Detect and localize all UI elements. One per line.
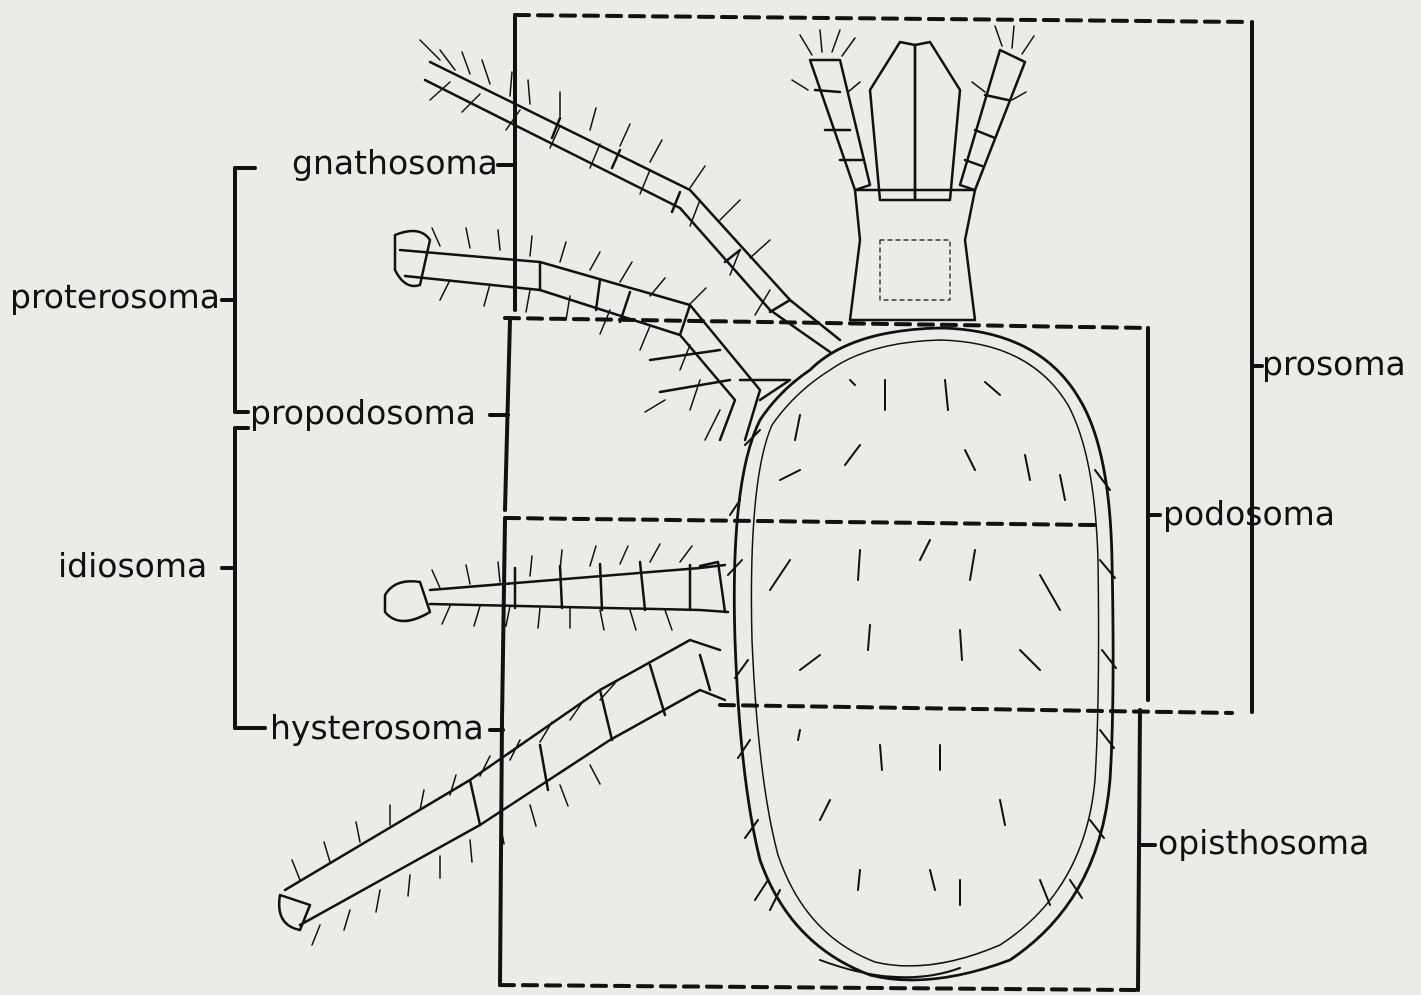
- label-prosoma: prosoma: [1262, 347, 1406, 380]
- body-setae: [728, 380, 1116, 910]
- label-idiosoma: idiosoma: [58, 549, 207, 582]
- region-box-sides: [500, 15, 1148, 990]
- label-podosoma: podosoma: [1163, 497, 1335, 530]
- label-hysterosoma: hysterosoma: [270, 711, 484, 744]
- right-bracket-prosoma: [1252, 22, 1262, 712]
- left-bracket-idiosoma: [222, 428, 265, 728]
- palp-setae: [792, 26, 1034, 100]
- label-proterosoma: proterosoma: [10, 280, 220, 313]
- label-gnathosoma: gnathosoma: [292, 146, 498, 179]
- leg-3: [385, 562, 728, 621]
- palps: [810, 50, 1025, 190]
- left-bracket-proterosoma: [222, 168, 255, 412]
- body-outline: [734, 328, 1113, 980]
- label-propodosoma: propodosoma: [250, 396, 476, 429]
- leg-1: [425, 62, 840, 352]
- label-opisthosoma: opisthosoma: [1158, 826, 1369, 859]
